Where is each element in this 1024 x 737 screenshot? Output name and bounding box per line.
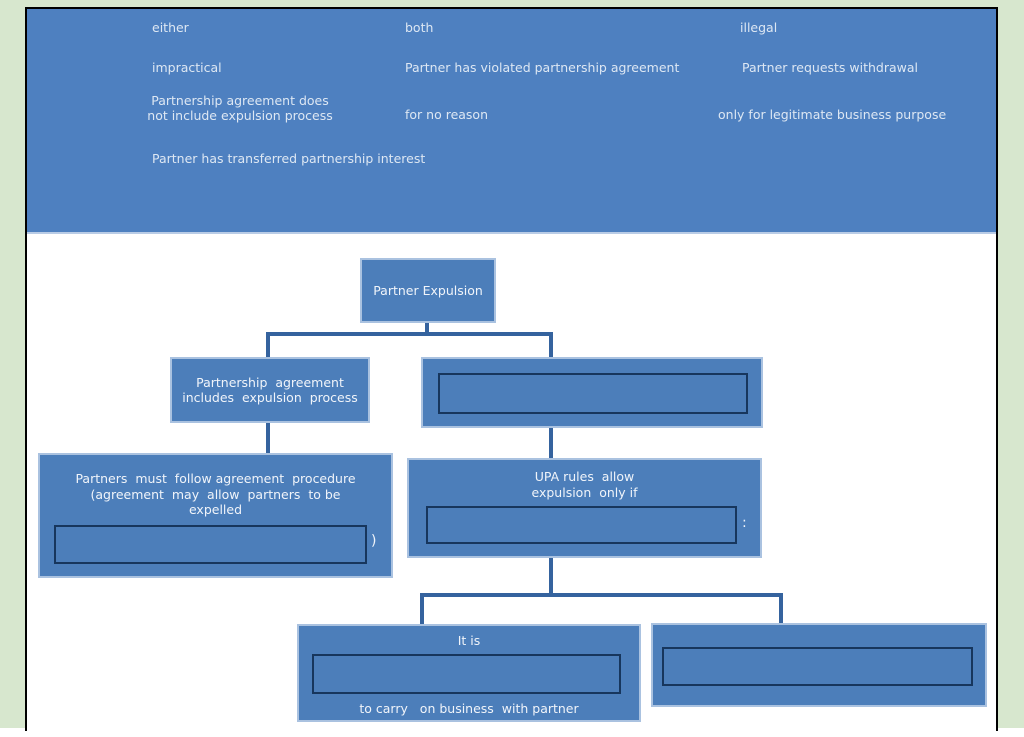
node-it-is: It is [297,624,641,722]
drop-slot-itis-adjective[interactable] [312,654,621,694]
connector-top-bracket-right [549,332,553,358]
drop-slot-bottom-right[interactable] [662,647,973,686]
word-chip-both[interactable]: both [405,20,434,35]
word-chip-for-no-reason[interactable]: for no reason [405,107,489,122]
node-it-is-prefix: It is [457,633,481,648]
colon-text: : [742,515,747,531]
word-chip-either[interactable]: either [152,20,189,35]
drop-slot-agreement-missing[interactable] [438,373,748,414]
word-chip-transferred-interest[interactable]: Partner has transferred partnership inte… [152,151,426,166]
node-upa-rules: UPA rules allow expulsion only if [407,458,762,558]
word-bank [27,9,996,234]
close-paren-text: ) [371,533,377,549]
connector-root-stem [425,322,429,336]
drop-slot-upa-condition[interactable] [426,506,737,544]
node-partners-follow-label: Partners must follow agreement procedure… [75,471,356,517]
connector-bottom-bracket-right [779,593,783,624]
node-partners-follow-procedure: Partners must follow agreement procedure… [38,453,393,578]
connector-top-bracket [266,332,553,336]
drop-slot-expelled-condition[interactable] [54,525,367,564]
node-it-is-suffix: to carry on business with partner [359,701,579,716]
node-agreement-includes-label: Partnership agreement includes expulsion… [182,374,358,406]
connector-right-branch [549,426,553,459]
node-bottom-right [651,623,987,707]
connector-bottom-bracket-left [420,593,424,625]
word-chip-requests-withdrawal[interactable]: Partner requests withdrawal [742,60,919,75]
word-chip-impractical[interactable]: impractical [152,60,222,75]
connector-upa-stem [549,556,553,596]
connector-bottom-bracket [420,593,783,597]
word-chip-legitimate-purpose[interactable]: only for legitimate business purpose [718,107,947,122]
connector-left-branch [266,421,270,454]
word-chip-illegal[interactable]: illegal [740,20,778,35]
node-agreement-includes-process: Partnership agreement includes expulsion… [170,357,370,423]
node-partner-expulsion-label: Partner Expulsion [373,282,483,298]
connector-top-bracket-left [266,332,270,358]
node-partner-expulsion: Partner Expulsion [360,258,496,323]
word-chip-violated-agreement[interactable]: Partner has violated partnership agreeme… [405,60,680,75]
node-upa-rules-label: UPA rules allow expulsion only if [531,469,638,500]
node-agreement-missing [421,357,763,428]
word-chip-no-expulsion-process[interactable]: Partnership agreement does not include e… [147,93,333,123]
